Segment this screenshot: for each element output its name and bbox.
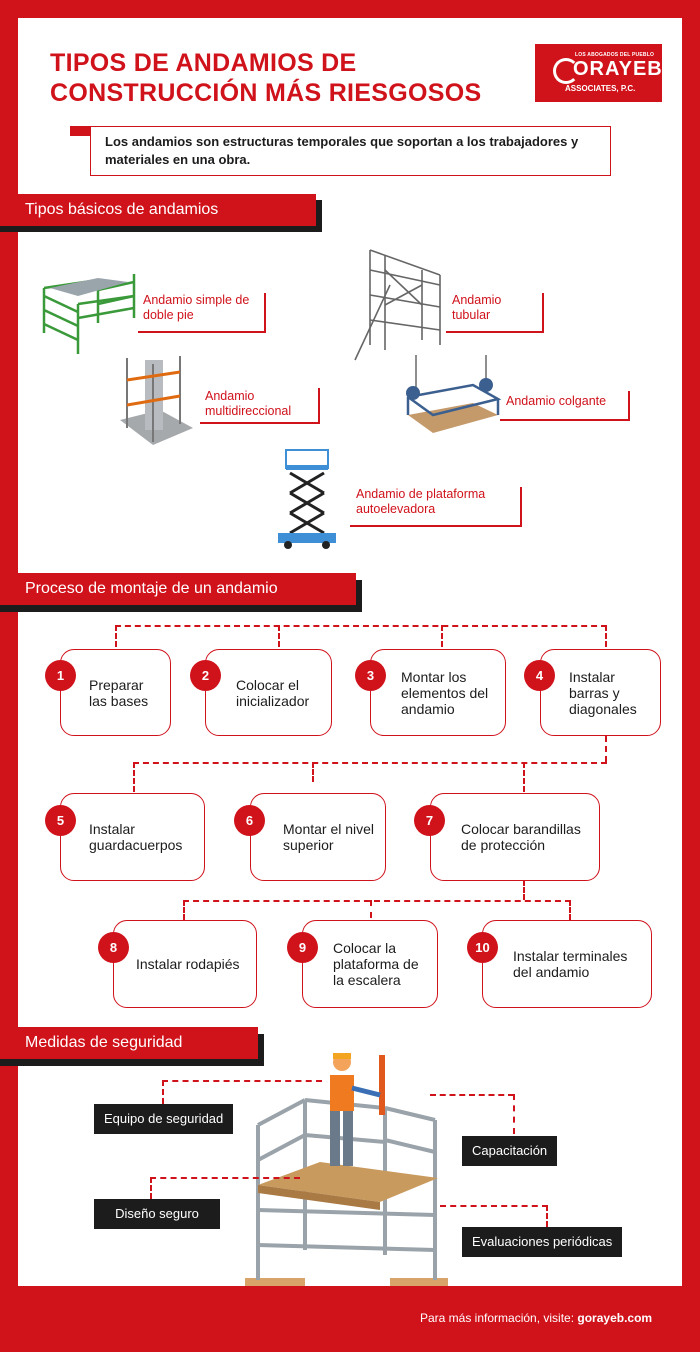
- step-label: Colocar la plataforma de la escalera: [333, 940, 419, 988]
- step-number-badge: 8: [98, 932, 129, 963]
- logo-tagline: LOS ABOGADOS DEL PUEBLO: [575, 52, 655, 58]
- connector: [546, 1205, 548, 1227]
- step-number-badge: 10: [467, 932, 498, 963]
- step-label: Instalar rodapiés: [136, 956, 240, 972]
- connector: [523, 762, 525, 792]
- scaffold-label-hanging: Andamio colgante: [506, 394, 607, 408]
- connector: [278, 625, 280, 647]
- label-bracket: [500, 391, 630, 421]
- section-process-heading: Proceso de montaje de un andamio: [0, 573, 356, 605]
- scaffold-label-simple: Andamio simple de doble pie: [143, 293, 250, 322]
- logo-subtitle: ASSOCIATES, P.C.: [565, 84, 636, 93]
- step-number-badge: 5: [45, 805, 76, 836]
- step-label: Montar los elementos del andamio: [401, 668, 489, 717]
- simple-scaffold-illustration: [42, 274, 136, 354]
- process-step-6: Montar el nivel superior: [250, 793, 386, 881]
- connector: [162, 1080, 164, 1104]
- worker-scaffold-illustration: [245, 1053, 448, 1286]
- label-bracket: [350, 487, 522, 527]
- hanging-scaffold-illustration: [406, 355, 502, 433]
- connector: [162, 1080, 322, 1082]
- connector: [441, 625, 443, 647]
- connector: [115, 625, 607, 627]
- logo-g-mark-icon: [553, 58, 579, 84]
- connector: [150, 1177, 300, 1179]
- connector: [150, 1177, 152, 1199]
- step-number-badge: 7: [414, 805, 445, 836]
- connector: [133, 762, 135, 792]
- process-step-3: Montar los elementos del andamio: [370, 649, 506, 736]
- step-label: Instalar terminales del andamio: [513, 948, 628, 980]
- connector: [430, 1094, 514, 1096]
- connector: [513, 1094, 515, 1134]
- label-bracket: [138, 293, 266, 333]
- step-label: Instalar barras y diagonales: [569, 668, 637, 717]
- page-title: TIPOS DE ANDAMIOS DE CONSTRUCCIÓN MÁS RI…: [50, 48, 510, 108]
- connector: [370, 900, 372, 918]
- connector: [312, 762, 314, 782]
- scaffold-label-multidirectional: Andamio multidireccional: [205, 389, 292, 418]
- tubular-scaffold-illustration: [354, 249, 441, 361]
- connector: [569, 900, 571, 920]
- step-number-badge: 9: [287, 932, 318, 963]
- footer-prefix: Para más información, visite:: [420, 1311, 578, 1325]
- step-label: Preparar las bases: [89, 676, 149, 709]
- step-number-badge: 6: [234, 805, 265, 836]
- safety-tag-equipment: Equipo de seguridad: [94, 1104, 234, 1134]
- intro-accent: [70, 126, 90, 136]
- safety-tag-safe-design: Diseño seguro: [94, 1199, 220, 1229]
- connector: [605, 625, 607, 647]
- connector: [115, 625, 117, 647]
- process-step-10: Instalar terminales del andamio: [482, 920, 652, 1008]
- process-step-8: Instalar rodapiés: [113, 920, 257, 1008]
- gorayeb-logo[interactable]: LOS ABOGADOS DEL PUEBLO ORAYEB ASSOCIATE…: [535, 44, 662, 102]
- section-safety-heading: Medidas de seguridad: [0, 1027, 258, 1059]
- label-bracket: [446, 293, 544, 333]
- multidirectional-scaffold-illustration: [120, 356, 193, 445]
- section-types-heading: Tipos básicos de andamios: [0, 194, 316, 226]
- title-line-1: TIPOS DE ANDAMIOS DE: [50, 49, 357, 77]
- title-line-2: CONSTRUCCIÓN MÁS RIESGOSOS: [50, 79, 482, 107]
- step-label: Colocar el inicializador: [236, 676, 310, 709]
- scaffold-label-tubular: Andamio tubular: [452, 293, 502, 322]
- step-number-badge: 3: [355, 660, 386, 691]
- intro-box: Los andamios son estructuras temporales …: [90, 126, 611, 176]
- process-step-4: Instalar barras y diagonales: [540, 649, 661, 736]
- process-step-1: Preparar las bases: [60, 649, 171, 736]
- logo-name: ORAYEB: [573, 58, 663, 80]
- connector: [523, 880, 525, 900]
- process-step-7: Colocar barandillas de protección: [430, 793, 600, 881]
- step-label: Instalar guardacuerpos: [89, 821, 183, 853]
- step-number-badge: 4: [524, 660, 555, 691]
- connector: [183, 900, 571, 902]
- safety-tag-training: Capacitación: [462, 1136, 558, 1166]
- step-number-badge: 1: [45, 660, 76, 691]
- step-label: Montar el nivel superior: [283, 821, 375, 853]
- safety-tag-periodic-evaluations: Evaluaciones periódicas: [462, 1227, 623, 1257]
- connector: [133, 762, 607, 764]
- label-bracket: [200, 388, 320, 424]
- process-step-9: Colocar la plataforma de la escalera: [302, 920, 438, 1008]
- step-number-badge: 2: [190, 660, 221, 691]
- step-label: Colocar barandillas de protección: [461, 821, 581, 853]
- footer: Para más información, visite: gorayeb.co…: [420, 1311, 652, 1325]
- process-step-2: Colocar el inicializador: [205, 649, 332, 736]
- scissor-lift-illustration: [278, 449, 336, 549]
- process-step-5: Instalar guardacuerpos: [60, 793, 205, 881]
- footer-website-link[interactable]: gorayeb.com: [577, 1311, 653, 1325]
- connector: [183, 900, 185, 920]
- connector: [440, 1205, 548, 1207]
- scaffold-label-self-elevating: Andamio de plataforma autoelevadora: [356, 487, 486, 516]
- connector: [605, 736, 607, 762]
